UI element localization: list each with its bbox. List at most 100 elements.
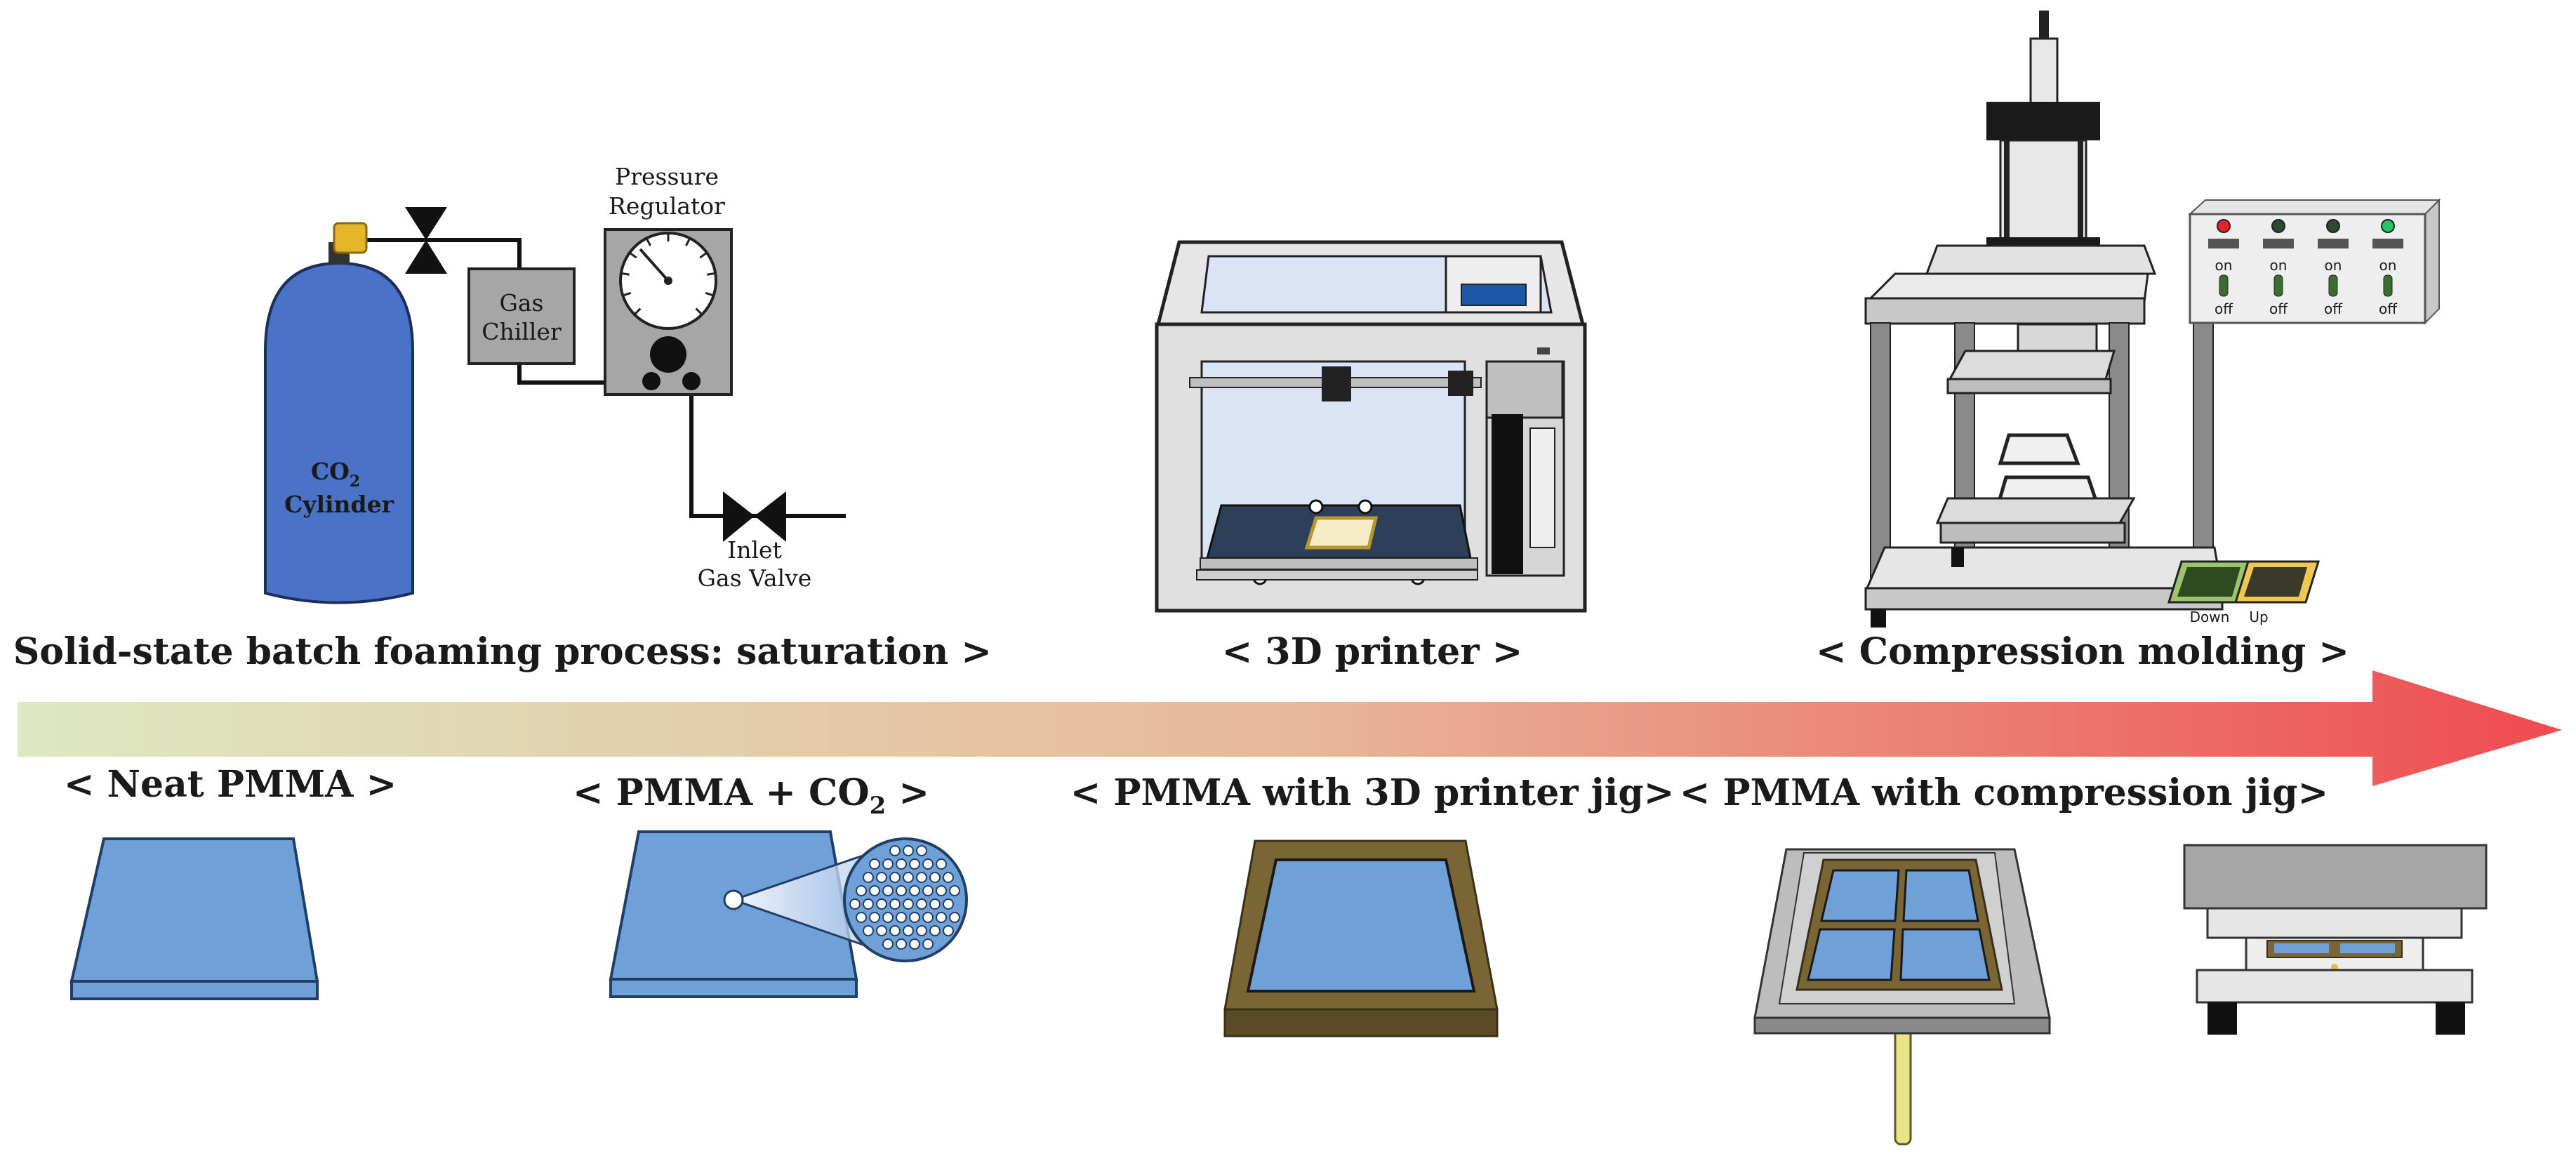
inlet-label-1: Inlet [727,536,782,564]
pore-bubble [909,912,920,923]
toggle-switch-icon [2273,274,2283,297]
switch-off-label: off [2215,300,2233,317]
cylinder-label-name: Cylinder [284,491,394,518]
regulator-label-2: Regulator [609,192,725,220]
caption-pmma-co2-sub: 2 [870,792,887,820]
frame-jig-icon [1223,839,1499,1037]
valve-icon [405,207,447,274]
process-arrow [18,670,2562,786]
pore-bubble [863,898,874,910]
pore-bubble [949,885,960,896]
switch-off-label: off [2324,300,2343,317]
pore-bubble [889,872,901,883]
pore-bubble [889,845,901,856]
gauge-tick [630,252,637,259]
mold-assembly-icon [2183,844,2488,1035]
neat-pmma-group: < Neat PMMA > [64,763,397,1000]
pore-bubble [922,938,934,950]
gauge-tick [695,307,702,314]
gauge-tick [685,239,691,246]
pore-bubble [869,885,880,896]
indicator-led-icon [2381,219,2395,233]
co2-cylinder-icon: CO2 Cylinder [264,222,414,604]
toggle-switch-icon [2383,274,2393,297]
caption-3d-printer: < 3D printer > [1222,630,1523,673]
switch-label-plate [2318,239,2349,248]
gauge-tick [635,307,642,314]
foot-pedal-icon: Down Up [2167,560,2321,625]
indicator-led-icon [2326,219,2340,233]
pmma-printer-jig-group: < PMMA with 3D printer jig> [1070,771,1675,1037]
gas-chiller-icon: Gas Chiller [467,267,576,365]
switch-off-label: off [2269,300,2288,317]
pore-bubble [863,925,874,936]
caption-pmma-co2: < PMMA + CO2 > [573,771,929,820]
pore-bubble [876,925,887,936]
chiller-label-2: Chiller [482,318,562,345]
indicator-led-icon [2271,219,2285,233]
pmma-sheet-icon [69,837,319,1000]
regulator-label-1: Pressure [615,163,719,190]
caption-saturation: < Solid-state batch foaming process: sat… [0,630,992,673]
saturation-setup: CO2 Cylinder Gas Chiller Pressure Regula… [0,163,992,673]
pedal-label-down: Down [2190,609,2230,625]
switch-on-label: on [2270,257,2288,274]
cylinder-label-co2: CO2 [311,458,360,491]
pore-bubble [903,898,914,910]
switch-label-plate [2208,239,2239,248]
switch-on-label: on [2379,257,2397,274]
switch-on-label: on [2215,257,2233,274]
compression-press-icon [1864,11,2224,628]
pore-bubble [876,872,887,883]
pore-bubble [936,885,947,896]
pore-bubble [896,885,907,896]
toggle-switch-icon [2328,274,2338,297]
pore-bubble [849,898,861,910]
pressure-gauge-icon: Pressure Regulator [604,163,733,396]
pore-bubble [929,898,941,910]
pore-bubble [889,898,901,910]
pore-bubble [896,858,907,870]
pmma-compression-jig-group: < PMMA with compression jig> [1680,771,2488,1146]
pore-bubble [949,912,960,923]
pore-bubble [876,898,887,910]
pore-bubble [916,872,927,883]
cylinder-label-sub: 2 [350,472,360,491]
pore-bubble [936,912,947,923]
switch-label-plate [2372,239,2403,248]
caption-pmma-printer-jig: < PMMA with 3D printer jig> [1070,771,1675,814]
pore-bubble [889,925,901,936]
pore-bubble [929,872,941,883]
pore-bubble [856,885,867,896]
pore-bubble [929,925,941,936]
switch-on-label: on [2325,257,2342,274]
gauge-tick [646,239,651,246]
pedal-label-up: Up [2249,609,2268,625]
pore-bubble [882,858,894,870]
switch-label-plate [2263,239,2294,248]
gauge-tick [623,291,632,296]
pore-bubble [882,885,894,896]
pore-bubble [869,912,880,923]
pore-bubble [943,898,954,910]
pore-bubble [882,938,894,950]
gauge-tick [707,272,715,276]
pore-bubble [869,858,880,870]
toggle-switch-icon [2219,274,2229,297]
pore-bubble [909,885,920,896]
gauge-tick [622,272,630,276]
pore-bubble [916,845,927,856]
caption-compression-molding: < Compression molding > [1816,630,2349,673]
pore-bubble [903,872,914,883]
inlet-valve-icon: Inlet Gas Valve [698,491,811,592]
pore-bubble [922,858,934,870]
pore-bubble [922,885,934,896]
pore-bubble [922,912,934,923]
pore-bubble [909,938,920,950]
pore-bubble [909,858,920,870]
chiller-label-1: Gas [500,289,544,317]
pore-bubble [903,925,914,936]
gauge-tick [699,252,707,259]
